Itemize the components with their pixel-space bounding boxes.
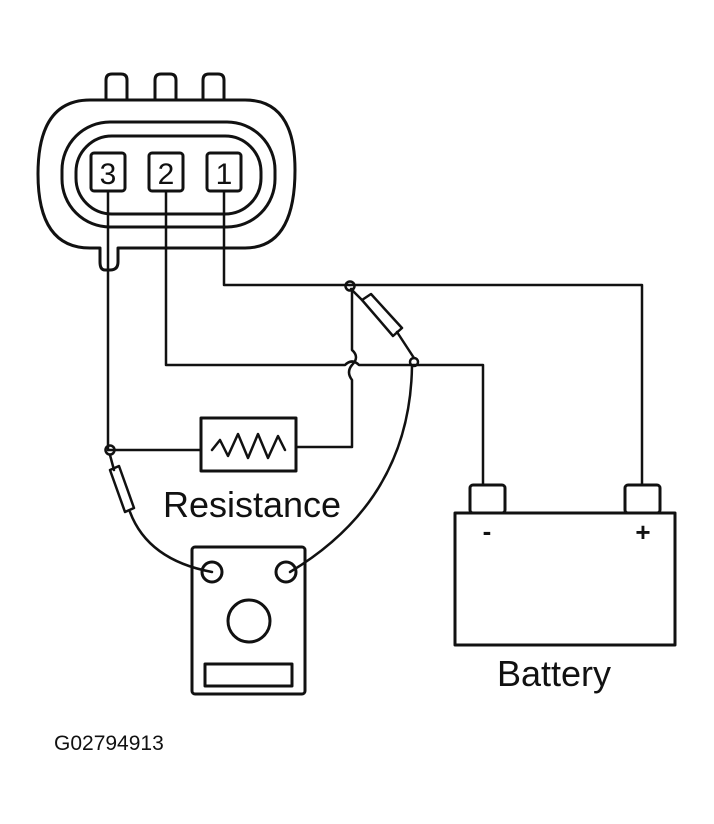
resistor-box	[199, 416, 298, 473]
figure-code: G02794913	[54, 732, 164, 755]
battery: - +	[453, 483, 677, 647]
meter-display	[203, 662, 294, 688]
pin-label-3: 3	[100, 158, 117, 191]
meter-body	[190, 545, 307, 696]
wire-pin1	[222, 189, 352, 287]
meter-lead-left	[128, 510, 214, 574]
probe-left	[108, 453, 136, 514]
connector-post-left	[104, 72, 129, 102]
wire-to-battery-positive	[348, 283, 644, 487]
battery-terminal-positive	[623, 483, 662, 515]
wire-resistor-right	[294, 287, 358, 449]
battery-terminal-negative	[468, 483, 507, 515]
resistor	[199, 416, 298, 473]
battery-body	[453, 511, 677, 647]
connector-inner-face	[74, 134, 263, 216]
connector-housing	[36, 98, 297, 272]
wire-pin2	[164, 189, 485, 487]
wires	[106, 189, 644, 574]
resistor-zigzag	[210, 432, 287, 460]
connector: 3 2 1	[36, 72, 297, 272]
pin-label-1: 1	[216, 158, 233, 191]
battery-label: Battery	[497, 653, 611, 694]
meter-terminal-right	[274, 560, 298, 584]
meter	[190, 545, 307, 696]
pin-label-2: 2	[158, 158, 175, 191]
meter-terminal-left	[200, 560, 224, 584]
probe-right	[349, 287, 420, 368]
battery-negative-symbol: -	[483, 516, 492, 546]
meter-dial	[226, 598, 272, 644]
resistance-label: Resistance	[163, 484, 341, 525]
connector-post-middle	[153, 72, 178, 102]
junction-top	[344, 280, 356, 292]
meter-lead-right	[288, 364, 414, 574]
battery-positive-symbol: +	[635, 517, 650, 547]
connector-inner-outline	[60, 120, 277, 229]
connector-post-right	[201, 72, 226, 102]
